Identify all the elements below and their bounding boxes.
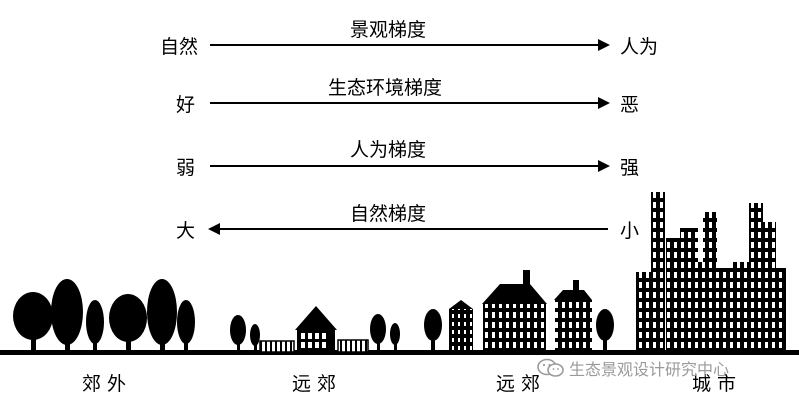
building-icon <box>554 280 592 352</box>
watermark-text: 生态景观设计研究中心 <box>569 360 730 379</box>
gradient-2-title: 人为梯度 <box>350 139 427 161</box>
tree-icon <box>390 323 400 352</box>
low-rowhouse <box>259 340 295 353</box>
gradient-arrow-0 <box>210 39 610 51</box>
building-icon <box>449 300 473 352</box>
watermark: 生态景观设计研究中心 <box>537 357 729 379</box>
tree-icon <box>109 294 147 352</box>
tree-icon <box>370 314 386 352</box>
wechat-icon <box>537 358 564 377</box>
gradient-3-left-label: 大 <box>176 220 196 242</box>
ground-line <box>0 350 799 355</box>
tree-icon <box>230 315 246 352</box>
gradient-arrow-3 <box>208 223 608 235</box>
tree-icon <box>13 292 53 352</box>
city-skyline <box>636 192 786 352</box>
gradient-0-title: 景观梯度 <box>350 19 427 41</box>
zone-label-outer-suburb-1: 远郊 <box>292 373 343 395</box>
outer-suburb-1 <box>230 306 400 353</box>
zone-label-outer-suburb-2: 远郊 <box>496 373 547 395</box>
gradient-0-left-label: 自然 <box>160 36 199 58</box>
building-icon <box>482 270 547 352</box>
tree-icon <box>250 324 260 352</box>
gradient-1-title: 生态环境梯度 <box>328 77 443 99</box>
house-icon <box>295 306 337 352</box>
gradient-3-title: 自然梯度 <box>350 203 427 225</box>
gradient-1-left-label: 好 <box>176 94 196 116</box>
zone-label-countryside: 郊外 <box>82 373 133 395</box>
outer-suburb-2 <box>424 270 614 352</box>
tree-icon <box>147 279 177 352</box>
gradient-2-left-label: 弱 <box>176 157 196 179</box>
gradient-arrow-1 <box>210 97 610 109</box>
tree-icon <box>424 309 442 352</box>
tree-icon <box>86 300 104 352</box>
gradient-arrow-2 <box>210 160 610 172</box>
gradient-1-right-label: 恶 <box>620 94 640 116</box>
rural-trees <box>13 279 195 352</box>
gradient-3-right-label: 小 <box>620 220 640 242</box>
tree-icon <box>51 279 83 352</box>
tree-icon <box>177 300 195 352</box>
gradient-2-right-label: 强 <box>620 157 640 179</box>
low-rowhouse <box>337 339 369 353</box>
gradient-0-right-label: 人为 <box>620 36 659 58</box>
tree-icon <box>596 309 614 352</box>
zone-label-city: 城市 <box>692 373 743 395</box>
